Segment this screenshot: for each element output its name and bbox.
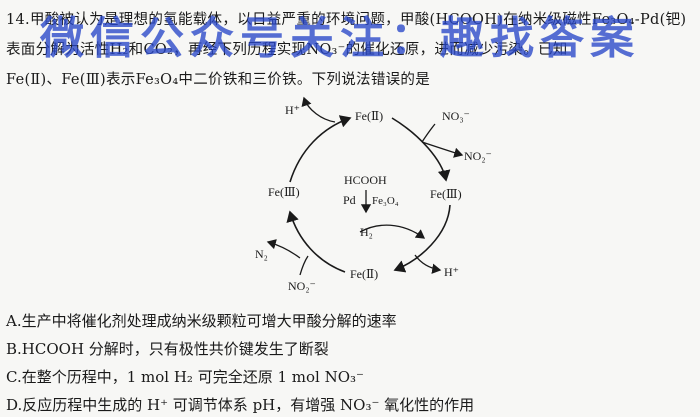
arrow-n2-out [266, 239, 301, 259]
option-c: C.在整个历程中，1 mol H₂ 可完全还原 1 mol NO₃⁻ [6, 368, 364, 386]
arrow-no2-in [299, 255, 309, 276]
option-d: D.反应历程中生成的 H⁺ 可调节体系 pH，有增强 NO₃⁻ 氧化性的作用 [6, 396, 475, 414]
label-fe3-right: Fe(Ⅲ) [430, 187, 462, 201]
label-hcooh: HCOOH [344, 173, 387, 187]
label-h-plus-top: H⁺ [285, 103, 300, 117]
label-h-plus-bottom: H⁺ [444, 265, 459, 279]
label-fe2-top: Fe(Ⅱ) [355, 109, 383, 123]
label-no3-top: NO₃⁻ [442, 109, 470, 123]
question-line-2: 表面分解为活性H₂和CO₂，再经下列历程实现NO₃⁻的催化还原，进而减少污染。已… [6, 42, 568, 58]
label-no2-bottom: NO₂⁻ [288, 279, 316, 293]
question-line-1: 14.甲酸被认为是理想的氢能载体，以日益严重的环境问题，甲酸(HCOOH)在纳米… [6, 12, 687, 28]
cycle-arrow-right-bottom [393, 204, 451, 273]
label-no2-right: NO₂⁻ [464, 149, 492, 163]
arrow-no3-in [421, 123, 436, 143]
label-fe3o4: Fe₃O₄ [372, 195, 399, 207]
label-h2: H₂ [360, 225, 373, 239]
label-n2: N₂ [255, 247, 268, 261]
arrow-h-plus-top [301, 96, 336, 123]
option-b: B.HCOOH 分解时，只有极性共价键发生了断裂 [6, 340, 329, 358]
cycle-arrow-top-right [391, 117, 451, 182]
arrow-h-plus-bottom [414, 254, 442, 274]
arrow-h2-in [359, 224, 426, 239]
arrow-no2-out [421, 141, 464, 158]
option-a: A.生产中将催化剂处理成纳米级颗粒可增大甲酸分解的速率 [6, 312, 397, 330]
label-fe3-left: Fe(Ⅲ) [268, 185, 300, 199]
cycle-arrow-bottom-left [286, 210, 346, 273]
cycle-arrow-left-top [289, 115, 352, 183]
label-pd: Pd [343, 193, 356, 207]
question-line-3: Fe(Ⅱ)、Fe(Ⅲ)表示Fe₃O₄中二价铁和三价铁。下列说法错误的是 [6, 72, 431, 88]
label-fe2-bottom: Fe(Ⅱ) [350, 267, 378, 281]
